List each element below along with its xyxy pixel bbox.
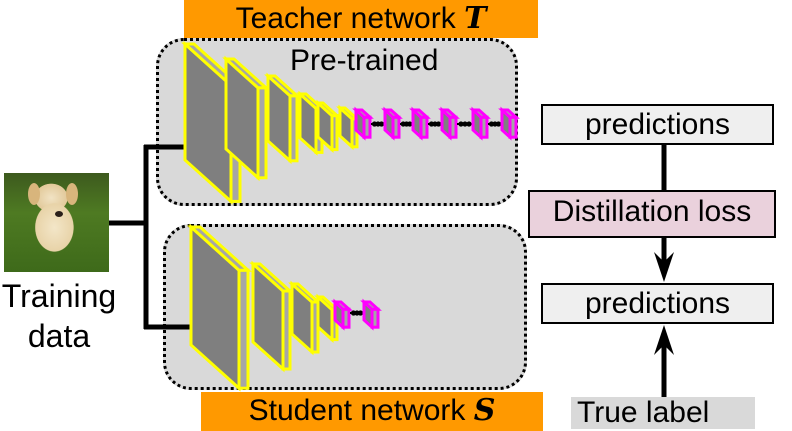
layer-face (189, 223, 241, 392)
layer-slab (508, 115, 518, 139)
layer-slab (288, 94, 299, 163)
training-label-line2: data (27, 318, 91, 354)
layer-slab (448, 115, 458, 139)
layer-top (264, 74, 301, 98)
student-conv-layer (187, 223, 252, 392)
student-fc-layer (360, 298, 382, 331)
layer-top (187, 225, 252, 272)
teacher-network-label: Teacher network T (184, 0, 538, 38)
teacher-fc-dots (428, 121, 442, 127)
layer-face (183, 40, 233, 205)
teacher-fc-layer (352, 106, 374, 141)
teacher-conv-layer (264, 72, 301, 165)
layer-top (409, 108, 431, 119)
teacher-fc-layer (438, 106, 460, 141)
dot (466, 121, 472, 127)
layer-slab (281, 289, 292, 371)
teacher-fc-dots (400, 121, 413, 127)
dot (458, 121, 464, 127)
layer-top (381, 108, 403, 119)
layer-top (352, 108, 374, 119)
student-predictions-box: predictions (541, 283, 774, 324)
teacher-fc-dots (457, 121, 473, 127)
teacher-conv-layer (314, 99, 341, 153)
dot (495, 121, 502, 127)
loss-to-student-pred-arrowhead (654, 252, 674, 282)
layer-top (249, 262, 294, 293)
teacher-fc-layer (498, 106, 520, 141)
distillation-loss-box: Distillation loss (528, 190, 776, 238)
student-symbol: S (473, 393, 496, 428)
teacher-fc-layer (469, 106, 491, 141)
dot (435, 121, 442, 127)
teacher-symbol: T (464, 1, 487, 36)
dog-ear-left (28, 183, 40, 205)
layer-top (498, 108, 520, 119)
teacher-predictions-box: predictions (541, 104, 774, 145)
layer-slab (237, 268, 250, 390)
layer-top (469, 108, 491, 119)
layer-top (331, 300, 353, 311)
teacher-fc-dots (488, 121, 502, 127)
training-label-line1: Training (1, 278, 117, 314)
teacher-conv-layer (336, 104, 361, 151)
teacher-fc-layer (381, 106, 403, 141)
layer-slab (370, 307, 380, 329)
student-fc-layer (331, 298, 353, 331)
teacher-fc-dots (371, 121, 385, 127)
teacher-conv-layer (222, 55, 270, 182)
dot (407, 121, 413, 127)
dog-ear-right (66, 183, 78, 205)
layer-slab (391, 115, 401, 139)
layer-top (314, 101, 341, 118)
student-network-label: Student network S (201, 392, 543, 431)
student-layers (187, 223, 382, 392)
layer-slab (362, 115, 372, 139)
student-conv-layer (288, 280, 322, 356)
layer-slab (341, 307, 351, 329)
dot (378, 121, 385, 127)
layer-top (438, 108, 460, 119)
layer-slab (256, 86, 268, 180)
true-label-to-pred-arrowhead (654, 325, 674, 355)
true-label-box: True label (571, 397, 755, 429)
layer-slab (330, 114, 339, 152)
dot (462, 121, 468, 127)
dot (357, 310, 364, 316)
layer-slab (479, 115, 489, 139)
layer-top (360, 300, 382, 311)
teacher-label-text: Teacher network (235, 2, 465, 35)
training-data-label: Training data (0, 276, 118, 356)
training-image (4, 173, 109, 272)
teacher-fc-layer (409, 106, 431, 141)
student-conv-layer (249, 260, 294, 373)
teacher-layers (181, 40, 520, 205)
layer-top (222, 57, 270, 90)
pretrained-annotation: Pre-trained (290, 44, 439, 77)
layer-slab (419, 115, 429, 139)
dog-nose (55, 211, 63, 217)
student-conv-layer (314, 293, 341, 343)
student-fc-dots (350, 310, 364, 316)
student-label-text: Student network (248, 394, 474, 427)
